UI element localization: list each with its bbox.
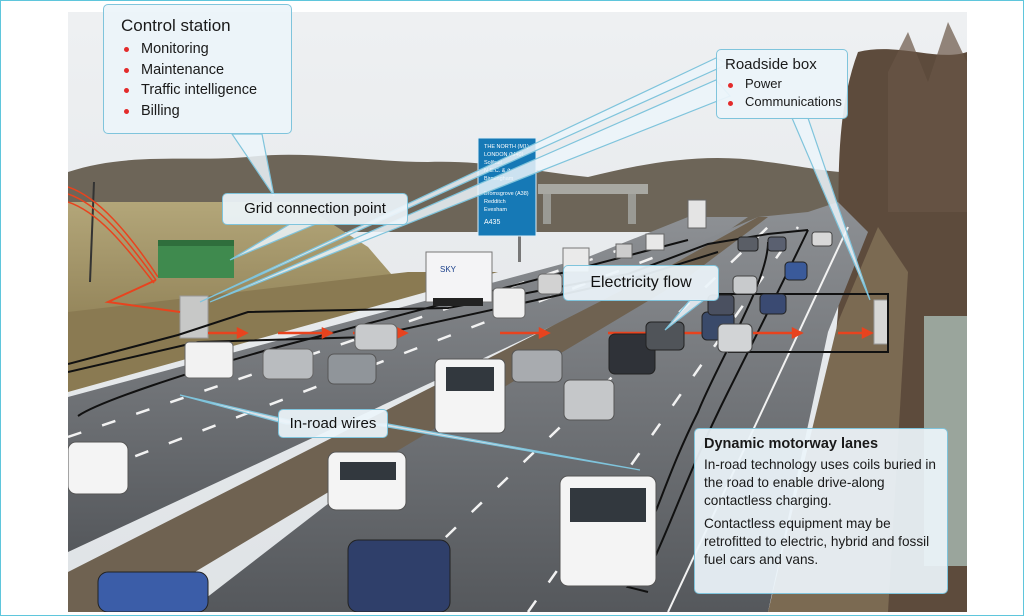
- roadside-box-item: Power: [725, 75, 839, 93]
- roadside-box-item: Communications: [725, 93, 842, 111]
- sign-line: A435: [484, 219, 500, 226]
- grid-connection-label: Grid connection point: [222, 193, 408, 225]
- electricity-flow-label: Electricity flow: [563, 265, 719, 301]
- control-station-item: Traffic intelligence: [121, 80, 279, 101]
- in-road-wires-label: In-road wires: [278, 409, 388, 438]
- electricity-flow-pointer: [664, 299, 706, 331]
- dynamic-lanes-title: Dynamic motorway lanes: [704, 436, 879, 452]
- sign-line: N.E.C. & ✈: [484, 167, 512, 174]
- dynamic-lanes-callout: Dynamic motorway lanes In-road technolog…: [694, 428, 948, 594]
- sign-line: LONDON (M40): [484, 152, 524, 158]
- control-station-list: Monitoring Maintenance Traffic intellige…: [121, 39, 279, 121]
- control-station-item: Monitoring: [121, 39, 279, 60]
- control-station-title: Control station: [121, 16, 231, 35]
- roadside-box-pointer: [791, 117, 871, 301]
- control-station-pointer: [230, 133, 275, 197]
- sign-line: Redditch: [484, 199, 506, 205]
- truck-logo: SKY: [440, 265, 457, 274]
- control-station-item: Maintenance: [121, 60, 279, 81]
- sign-line: THE NORTH (M1): [484, 144, 529, 150]
- in-road-wires-pointer-right: [369, 423, 641, 471]
- sign-line: Evesham: [484, 207, 507, 213]
- dynamic-lanes-paragraph: In-road technology uses coils buried in …: [704, 457, 936, 509]
- sign-line: Bromsgrove (A38): [484, 191, 529, 197]
- roadside-box-list: Power Communications: [725, 75, 842, 111]
- roadside-box-title: Roadside box: [725, 56, 817, 73]
- roadside-box-callout: Roadside box Power Communications: [716, 49, 848, 119]
- control-station-item: Billing: [121, 101, 279, 122]
- control-station-callout: Control station Monitoring Maintenance T…: [103, 4, 292, 134]
- dynamic-lanes-paragraph: Contactless equipment may be retrofitted…: [704, 515, 930, 568]
